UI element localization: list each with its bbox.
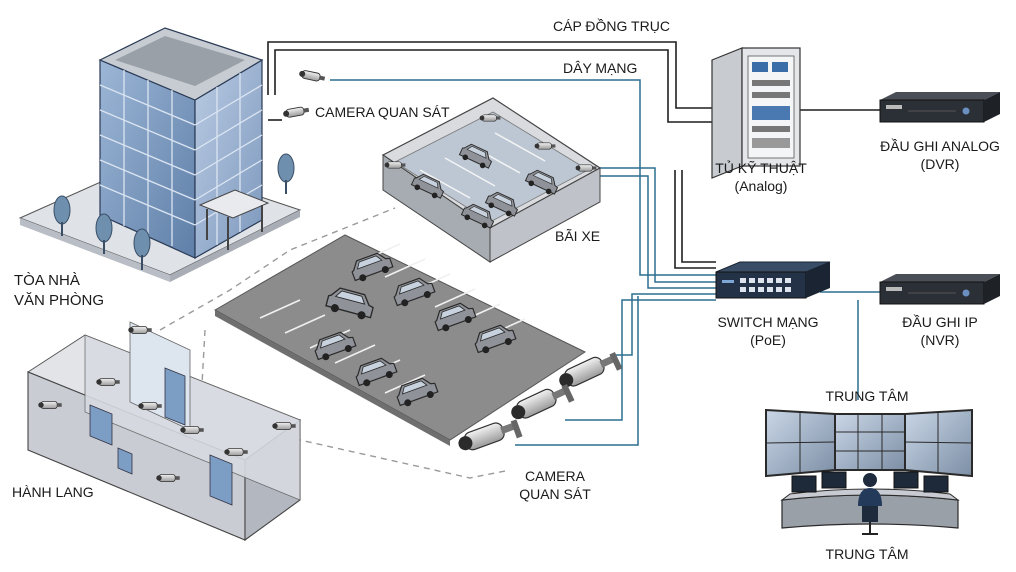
coax-cable-lines: [267, 41, 880, 269]
technical-cabinet-icon: [711, 47, 801, 179]
network-cable-lines: [330, 79, 880, 446]
control-center-video-wall: [765, 408, 973, 535]
corridor-label: HÀNH LANG: [12, 484, 94, 500]
building-camera-bottom-icon: [282, 105, 310, 119]
cabinet-label-line2: (Analog): [734, 178, 788, 194]
dvr-label-line2: (DVR): [920, 156, 960, 172]
parking-label: BÃI XE: [555, 228, 601, 244]
dvr-recorder-icon: [879, 92, 1000, 123]
cabinet-label-line1: TỦ KỸ THUẬT: [715, 160, 807, 176]
office-building-label-line1: TÒA NHÀ: [14, 272, 80, 289]
outdoor-camera-2-icon: [511, 383, 575, 420]
building-camera-top-icon: [297, 68, 327, 84]
network-cable-label: DÂY MẠNG: [563, 60, 638, 76]
nvr-label-line1: ĐẦU GHI IP: [902, 314, 978, 330]
outdoor-camera-label-line1: CAMERA: [525, 468, 585, 484]
control-center-label-bottom: TRUNG TÂM: [825, 546, 909, 562]
dvr-label-line1: ĐẦU GHI ANALOG: [880, 138, 1000, 154]
poe-switch-icon: [715, 261, 831, 299]
coax-cable-label: CÁP ĐỒNG TRỤC: [553, 18, 670, 34]
parking-garage: [381, 97, 602, 263]
nvr-recorder-icon: [879, 274, 1000, 305]
outdoor-camera-1-icon: [559, 351, 623, 388]
outdoor-parking-lot: [213, 234, 587, 446]
switch-label-line1: SWITCH MẠNG: [717, 314, 819, 330]
outdoor-camera-label-line2: QUAN SÁT: [519, 486, 591, 502]
operator-icon: [858, 473, 882, 535]
control-center-label-top: TRUNG TÂM: [825, 388, 909, 404]
office-building-label-line2: VĂN PHÒNG: [14, 292, 105, 309]
outdoor-camera-3-icon: [458, 419, 523, 451]
nvr-label-line2: (NVR): [920, 332, 960, 348]
building-camera-label: CAMERA QUAN SÁT: [315, 104, 450, 120]
office-building: [18, 27, 302, 282]
corridor-building: [26, 321, 302, 542]
switch-label-line2: (PoE): [750, 332, 786, 348]
